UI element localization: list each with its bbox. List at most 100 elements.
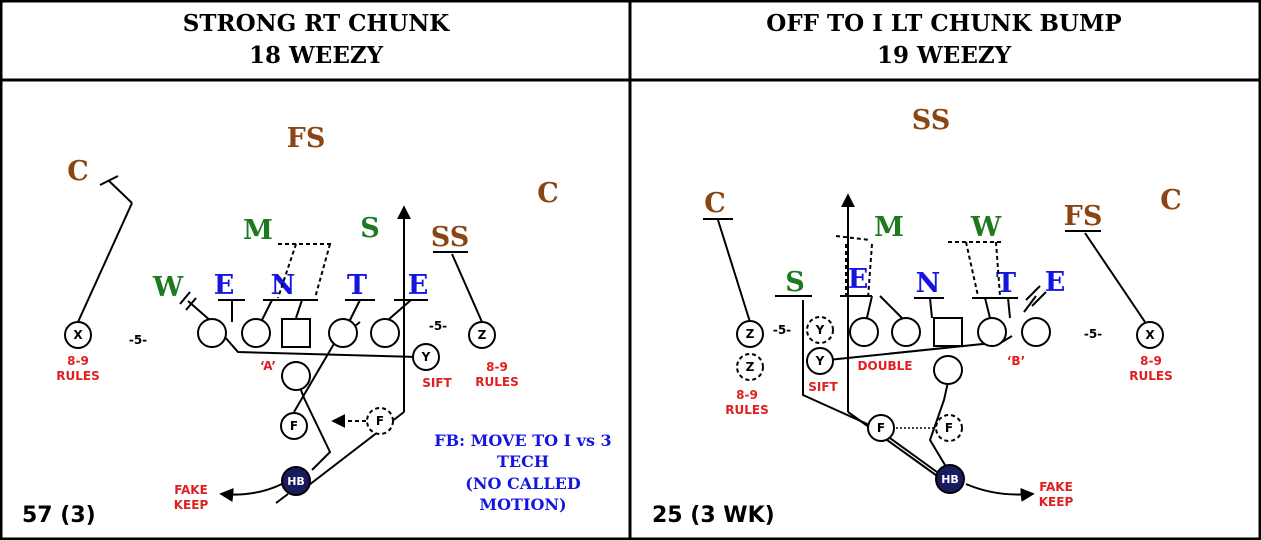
right-split-right: -5- [1084, 327, 1102, 341]
left-player-hb-label: HB [287, 475, 305, 488]
left-def-e2: E [408, 270, 429, 301]
right-rules-right-1: 8-9 [1140, 354, 1162, 368]
left-y-sift-route [223, 335, 419, 358]
right-m-bar [835, 235, 871, 241]
left-player-x [64, 321, 92, 349]
left-z-block-route [451, 253, 483, 323]
right-player-y-label: Y [815, 354, 825, 368]
right-play-panel: OFF TO I LT CHUNK BUMP 19 WEEZY SS C C F… [652, 10, 1182, 528]
right-fake-label-1: FAKE [1039, 480, 1073, 494]
left-split-right: -5- [429, 319, 447, 333]
right-player-z-label: Z [746, 327, 755, 341]
left-fake-keep-arrow [219, 483, 283, 502]
right-m-combo-2 [867, 243, 873, 299]
right-player-z-ghost [736, 353, 764, 381]
right-lg-block [879, 295, 903, 319]
right-e2-lock-1 [1025, 285, 1041, 301]
right-rules-left-2: RULES [725, 403, 768, 417]
right-player-y [806, 347, 834, 375]
left-player-f-label: F [290, 419, 298, 433]
right-w-combo-2 [995, 241, 1001, 297]
right-title-line2: 19 WEEZY [877, 42, 1012, 69]
right-ol-rg [977, 317, 1007, 347]
left-play-panel: STRONG RT CHUNK 18 WEEZY FS C C SS M S W… [22, 10, 612, 528]
left-player-y-label: Y [421, 350, 431, 364]
right-sift-label: SIFT [808, 380, 838, 394]
left-m-combo-2 [314, 243, 331, 299]
left-def-e1: E [214, 270, 235, 301]
right-title-line1: OFF TO I LT CHUNK BUMP [766, 10, 1121, 37]
left-player-z [468, 321, 496, 349]
left-a-gap-label: ‘A’ [260, 359, 276, 373]
right-ol-rt [1021, 317, 1051, 347]
left-def-m: M [243, 215, 273, 246]
left-player-f-ghost [366, 407, 394, 435]
right-def-e2: E [1045, 267, 1066, 298]
right-player-f-ghost-label: F [945, 421, 953, 435]
right-z-route [717, 219, 751, 323]
right-ol-lt [849, 317, 879, 347]
right-def-m: M [874, 212, 904, 243]
left-lt-down [187, 300, 213, 323]
left-player-f-ghost-label: F [376, 414, 384, 428]
right-rg-block [984, 297, 991, 319]
left-def-w: W [152, 272, 184, 303]
left-ol-center [281, 318, 311, 348]
left-ol-lt [197, 318, 227, 348]
left-def-c-right: C [537, 178, 559, 209]
right-def-c-left: C [704, 188, 726, 219]
right-def-s: S [785, 267, 805, 298]
left-x-stalk-route [77, 202, 133, 323]
left-player-f [280, 412, 308, 440]
right-tb-path [928, 381, 949, 471]
right-def-ss: SS [912, 105, 950, 136]
left-note-line4: MOTION) [479, 495, 566, 514]
left-def-t: T [347, 270, 367, 301]
right-ol-lg [891, 317, 921, 347]
left-title-line2: 18 WEEZY [249, 42, 384, 69]
right-def-c-right: C [1160, 185, 1182, 216]
right-player-y-ghost [806, 316, 834, 344]
right-player-f-label: F [877, 421, 885, 435]
left-ol-rg [328, 318, 358, 348]
right-def-e1: E [848, 264, 869, 295]
right-c-block [929, 297, 933, 319]
left-rules-left-2: RULES [56, 369, 99, 383]
left-c-block [295, 299, 303, 319]
left-fake-label-1: FAKE [174, 483, 208, 497]
left-bottom-label: 57 (3) [22, 503, 96, 528]
left-player-z-label: Z [478, 328, 487, 342]
right-player-hb-label: HB [941, 473, 959, 486]
left-rt-block [387, 299, 412, 321]
left-ol-rt [370, 318, 400, 348]
left-player-y [412, 343, 440, 371]
left-x-stalk-route-top [107, 179, 133, 204]
left-note-line1: FB: MOVE TO I vs 3 [434, 431, 611, 450]
right-rules-left-1: 8-9 [736, 388, 758, 402]
left-hb-handoff-tick [275, 493, 289, 504]
right-fake-keep-arrow [965, 483, 1035, 502]
left-def-s: S [360, 213, 380, 244]
right-rt-block [1007, 297, 1011, 319]
right-player-z [736, 320, 764, 348]
right-bottom-label: 25 (3 WK) [652, 503, 775, 528]
left-sift-label: SIFT [422, 376, 452, 390]
right-player-y-ghost-label: Y [815, 323, 825, 337]
left-def-c-left: C [67, 156, 89, 187]
right-def-n: N [916, 268, 941, 299]
right-def-fs: FS [1064, 201, 1103, 232]
right-ol-center [933, 317, 963, 347]
left-title-line1: STRONG RT CHUNK [183, 10, 450, 37]
right-w-combo-1 [965, 241, 979, 297]
left-split-left: -5- [129, 333, 147, 347]
right-def-t: T [996, 268, 1016, 299]
right-player-f-ghost [935, 414, 963, 442]
left-note-line2: TECH [497, 452, 549, 471]
left-rules-right-1: 8-9 [486, 360, 508, 374]
right-x-route [1084, 232, 1146, 323]
left-def-fs: FS [287, 123, 326, 154]
right-te-down [1023, 295, 1037, 313]
right-f-lead [847, 411, 941, 479]
right-s-path [802, 300, 949, 481]
